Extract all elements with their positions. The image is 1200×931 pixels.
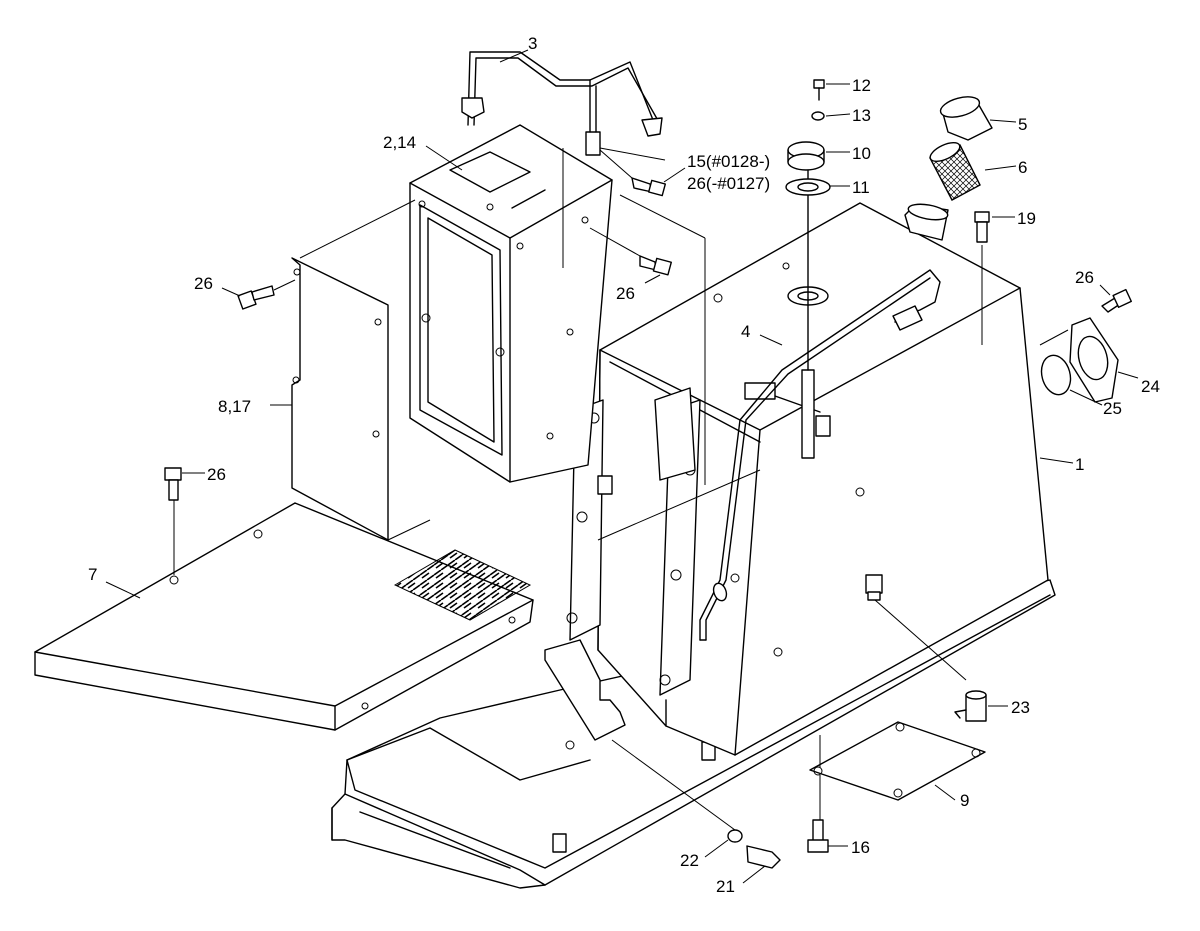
- bolt-15-26: [599, 149, 667, 197]
- callout-24: 24: [1141, 377, 1160, 396]
- callout-21: 21: [716, 877, 735, 896]
- side-box: [409, 124, 613, 483]
- callout-3: 3: [528, 34, 537, 53]
- callout-22-final: 22: [680, 851, 699, 870]
- callout-8-17: 8,17: [218, 397, 251, 416]
- bolt-26-box: [589, 227, 672, 276]
- callout-15-alt: 26(-#0127): [687, 174, 770, 193]
- side-plate: [291, 257, 389, 541]
- callout-5: 5: [1018, 115, 1027, 134]
- callout-4: 4: [741, 322, 750, 341]
- callout-15: 15(#0128-): [687, 152, 770, 171]
- callout-25: 25: [1103, 399, 1122, 418]
- bolt-19: [974, 211, 990, 345]
- callout-6: 6: [1018, 158, 1027, 177]
- callout-10: 10: [852, 144, 871, 163]
- flange-and-oring: [1040, 317, 1119, 403]
- callout-26-mid: 26: [616, 284, 635, 303]
- callout-12: 12: [852, 76, 871, 95]
- callout-19: 19: [1017, 209, 1036, 228]
- step-plate: [34, 500, 534, 731]
- gauge-parts: [785, 79, 831, 196]
- bolt-26-right: [1101, 288, 1133, 313]
- bolt-26-vertical: [164, 467, 182, 501]
- bolt-16: [807, 819, 829, 853]
- callout-labels: 3 2,14 12 13 10 11 15(#0128-) 26(-#0127)…: [88, 34, 1160, 896]
- callout-7: 7: [88, 565, 97, 584]
- callout-26-left: 26: [194, 274, 213, 293]
- callout-26-right: 26: [1075, 268, 1094, 287]
- bolt-21-and-washer-22: [611, 739, 781, 869]
- callout-11: 11: [852, 178, 870, 197]
- bolt-26-left: [237, 279, 296, 310]
- callout-23: 23: [1011, 698, 1030, 717]
- callout-16: 16: [851, 838, 870, 857]
- callout-leaders: [105, 49, 1139, 884]
- fitting-23: [954, 690, 987, 722]
- callout-2-14: 2,14: [383, 133, 416, 152]
- cap-and-strainer: [929, 96, 993, 201]
- callout-9: 9: [960, 791, 969, 810]
- callout-13: 13: [852, 106, 871, 125]
- callout-1: 1: [1075, 455, 1084, 474]
- callout-26-low: 26: [207, 465, 226, 484]
- bottom-cover: [809, 721, 986, 820]
- assembly-lines: [299, 147, 967, 681]
- fuel-tank: [544, 169, 1069, 756]
- handle-bar: [461, 51, 663, 156]
